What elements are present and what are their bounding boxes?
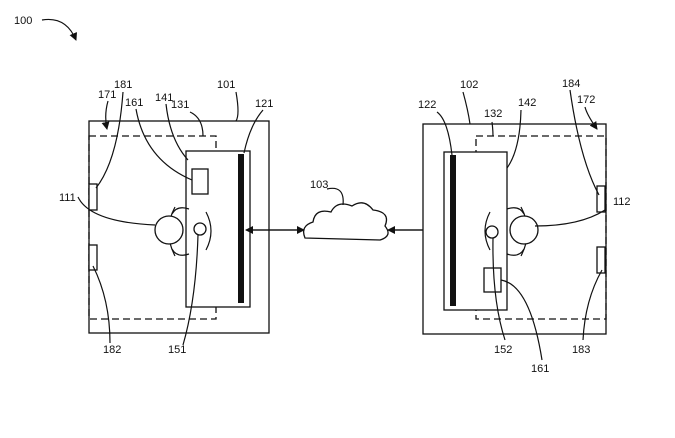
device-left-module-box	[191, 168, 209, 195]
module-left-leader	[135, 108, 193, 181]
device-right-module-box	[483, 267, 502, 293]
device-right-camera-bracket	[484, 211, 491, 251]
display-region-left-ref: 141	[155, 92, 173, 104]
frame-left-ref: 131	[171, 99, 189, 111]
display-region-right-ref: 142	[518, 97, 536, 109]
device-left-ref-leader	[235, 91, 239, 122]
user-right-ref: 112	[613, 196, 631, 208]
sensor-top-right-ref: 184	[562, 78, 580, 90]
device-left-ref: 101	[217, 79, 235, 91]
device-left: 101 121 131 141 161 181 171 111 182 151	[59, 79, 273, 356]
camera-left-ref: 151	[168, 344, 186, 356]
device-right-ref: 102	[460, 79, 478, 91]
device-right: 102 122 132 142 184 172 112 183 152 161	[418, 78, 631, 375]
frame-right-leader	[491, 121, 494, 137]
device-left-sensor-bottom	[88, 244, 98, 271]
device-right-sensor-bottom	[596, 246, 606, 274]
screen-left-ref: 121	[255, 98, 273, 110]
figure-ref-arrow	[41, 18, 77, 41]
device-left-screen-bar	[238, 154, 244, 303]
device-left-sensor-top	[88, 183, 98, 211]
sensor-bottom-left-leader	[92, 265, 111, 344]
user-left-ref: 111	[59, 192, 76, 204]
sensor-region-left-arrow	[101, 100, 110, 130]
camera-left-leader	[182, 234, 199, 346]
device-right-camera-circle	[485, 225, 499, 239]
module-left-ref: 161	[125, 97, 143, 109]
frame-right-ref: 132	[484, 108, 502, 120]
screen-left-leader	[243, 109, 264, 154]
device-left-camera-bracket	[205, 211, 212, 251]
display-region-left-leader	[165, 103, 189, 161]
sensor-top-right-leader	[569, 89, 600, 196]
screen-right-ref: 122	[418, 99, 436, 111]
module-right-leader	[500, 279, 543, 361]
network-ref-leader	[326, 187, 344, 206]
module-right-ref: 161	[531, 363, 549, 375]
device-right-user-circle	[509, 215, 539, 245]
camera-right-ref: 152	[494, 344, 512, 356]
network: 103	[245, 179, 441, 241]
user-left-leader	[77, 196, 156, 226]
sensor-bottom-right-ref: 183	[572, 344, 590, 356]
device-left-user-circle	[154, 215, 184, 245]
device-right-screen-bar	[450, 155, 456, 306]
display-region-right-leader	[506, 109, 522, 169]
sensor-region-right-arrow	[584, 106, 598, 130]
camera-right-leader	[492, 237, 506, 341]
sensor-region-right-ref: 172	[577, 94, 595, 106]
device-right-sensor-top	[596, 185, 606, 213]
network-ref: 103	[310, 179, 328, 191]
frame-left-leader	[189, 111, 204, 137]
device-left-sensor-region	[88, 135, 217, 320]
cloud-icon	[302, 202, 389, 241]
figure-ref-label: 100	[14, 15, 32, 27]
sensor-bottom-left-ref: 182	[103, 344, 121, 356]
sensor-top-left-leader	[95, 91, 124, 189]
device-left-camera-circle	[193, 222, 207, 236]
device-right-ref-leader	[462, 91, 471, 125]
user-right-leader	[534, 209, 606, 227]
sensor-region-left-ref: 171	[98, 89, 116, 101]
sensor-bottom-right-leader	[582, 269, 603, 341]
sensor-top-left-ref: 181	[114, 79, 132, 91]
screen-right-leader	[436, 111, 453, 156]
